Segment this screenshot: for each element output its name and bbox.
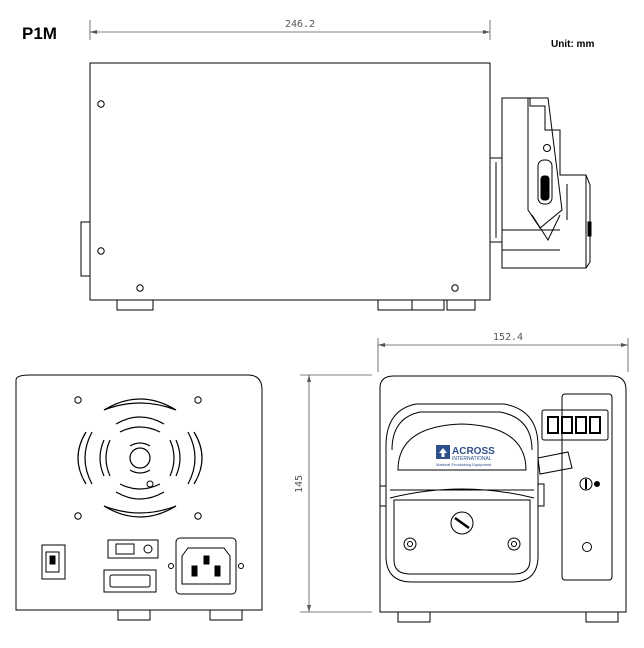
brand-subname: INTERNATIONAL: [452, 456, 492, 462]
side-left-boss: [80, 221, 91, 277]
rear-view: [15, 374, 263, 621]
screw: [97, 247, 105, 255]
digit: [575, 416, 587, 434]
screw: [194, 512, 202, 520]
side-body: [89, 62, 491, 301]
pump-head-front: [385, 403, 539, 583]
foot: [446, 299, 476, 311]
foot: [117, 609, 151, 621]
screw: [507, 537, 521, 551]
foot: [411, 299, 445, 311]
foot: [377, 299, 413, 311]
dimension-length: [89, 20, 491, 40]
foot: [397, 611, 431, 623]
fan-grille: [77, 398, 203, 518]
brand-tagline: Material Processing Equipment: [436, 462, 492, 467]
power-inlet: [175, 537, 237, 595]
brand-name: ACROSS: [452, 446, 495, 457]
dimension-width: [377, 338, 629, 372]
screw: [451, 284, 459, 292]
foot: [585, 611, 619, 623]
db-connector: [103, 569, 157, 593]
pump-head-lid: [397, 423, 527, 471]
dimension-height-label: 145: [294, 475, 305, 493]
speed-knob: [579, 477, 593, 491]
foot: [116, 299, 154, 311]
front-body: [379, 375, 627, 613]
screw: [136, 284, 144, 292]
screw: [194, 396, 202, 404]
front-view: [379, 375, 627, 623]
dimension-height: [300, 374, 372, 613]
dimension-length-label: 246.2: [285, 19, 315, 30]
digit: [561, 416, 573, 434]
control-panel: [561, 393, 613, 581]
brand-logo: [436, 445, 450, 459]
display: [541, 409, 609, 441]
lever: [527, 97, 563, 229]
rear-body: [15, 374, 263, 611]
screw: [403, 537, 417, 551]
lever-slot: [537, 159, 553, 205]
indicator: [582, 542, 592, 552]
fuse-holder: [107, 539, 159, 559]
foot: [209, 609, 243, 621]
lever-handle: [537, 451, 573, 475]
screw: [74, 512, 82, 520]
screw: [74, 396, 82, 404]
center-knob: [450, 511, 474, 535]
unit-label: Unit: mm: [551, 39, 595, 50]
screw: [97, 100, 105, 108]
digit: [589, 416, 601, 434]
dimension-width-label: 152.4: [493, 332, 523, 343]
model-title: P1M: [22, 24, 57, 43]
digit: [547, 416, 559, 434]
rocker-switch: [41, 544, 66, 580]
side-view: [80, 62, 592, 311]
